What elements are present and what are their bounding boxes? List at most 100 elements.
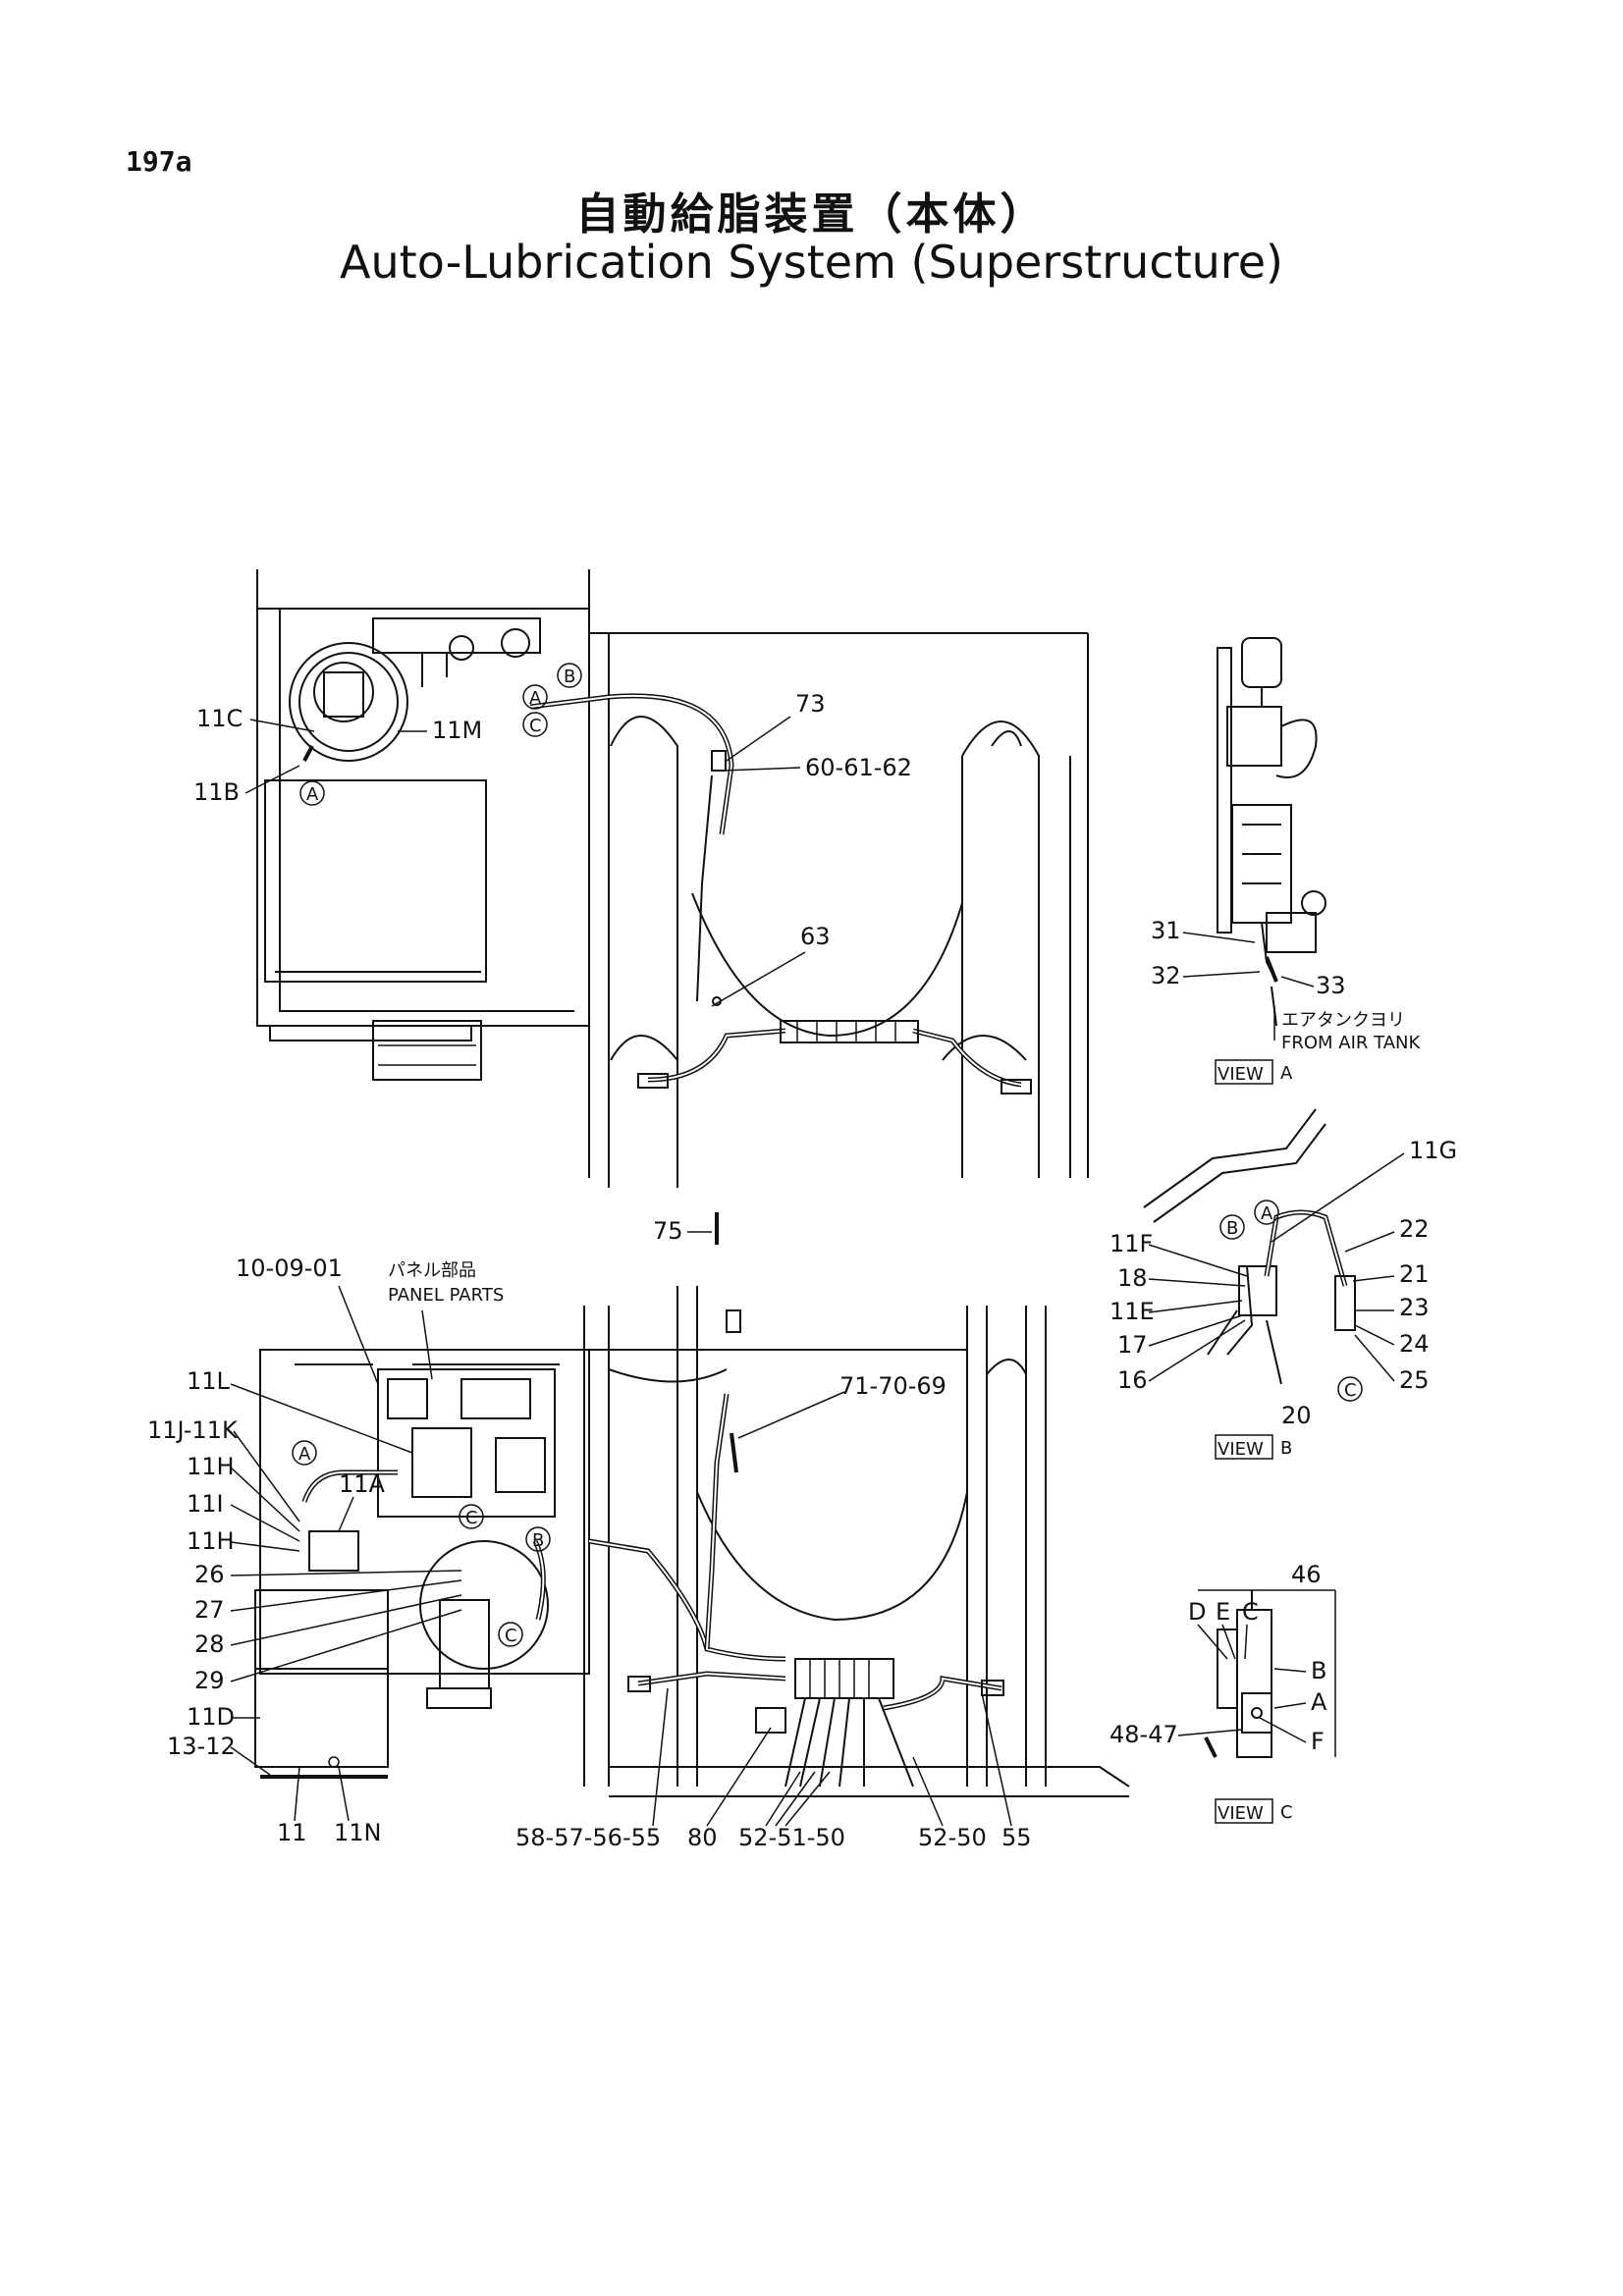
label-73: 73: [795, 690, 826, 718]
svg-text:A: A: [306, 784, 319, 805]
label-11m: 11M: [432, 717, 482, 744]
from-air-tank-jp: エアタンクヨリ: [1281, 1010, 1405, 1031]
view-b-box: [1215, 1434, 1273, 1460]
label-24: 24: [1399, 1330, 1430, 1358]
label-63: 63: [800, 923, 831, 950]
svg-text:C: C: [505, 1626, 517, 1646]
page-number: 197a: [126, 145, 192, 178]
view-b-caption: VIEW: [1217, 1439, 1264, 1460]
circle-c-bottom-top: [459, 1504, 484, 1529]
label-11d: 11D: [187, 1703, 235, 1731]
label-f: F: [1311, 1728, 1325, 1755]
circle-a-top-left: [299, 780, 325, 806]
label-33: 33: [1316, 972, 1346, 999]
top-tank-assembly: [256, 569, 590, 1081]
view-c-box: [1215, 1798, 1273, 1824]
from-air-tank-en: FROM AIR TANK: [1281, 1033, 1422, 1053]
view-b-letter: B: [1280, 1438, 1292, 1459]
label-52-50: 52-50: [918, 1824, 987, 1851]
circle-a-top: [522, 684, 548, 710]
svg-text:A: A: [529, 688, 542, 709]
circle-b-view-b: [1219, 1214, 1245, 1240]
view-c-caption: VIEW: [1217, 1803, 1264, 1824]
label-27: 27: [194, 1596, 225, 1624]
label-17: 17: [1117, 1331, 1148, 1359]
label-26: 26: [194, 1561, 225, 1588]
svg-text:A: A: [1261, 1203, 1273, 1224]
view-a-letter: A: [1280, 1063, 1293, 1084]
label-80: 80: [687, 1824, 718, 1851]
label-11a: 11A: [339, 1470, 386, 1498]
label-48-47: 48-47: [1109, 1721, 1178, 1748]
bottom-hoses: [588, 1309, 1004, 1788]
bottom-frame: [583, 1286, 1130, 1797]
label-11l: 11L: [187, 1367, 231, 1395]
label-31: 31: [1151, 917, 1181, 944]
label-52-51-50: 52-51-50: [738, 1824, 845, 1851]
label-46: 46: [1291, 1561, 1322, 1588]
svg-text:C: C: [529, 716, 542, 736]
view-c: 46 D E C B A F 48-47 VIEW C: [1109, 1561, 1336, 1824]
top-labels: 11C 11M 11B A A B C 73 60-61-62 63: [193, 663, 912, 1007]
view-a-box: [1215, 1059, 1273, 1085]
label-60-61-62: 60-61-62: [805, 754, 912, 781]
label-55: 55: [1001, 1824, 1032, 1851]
page-title-japanese: 自動給脂装置（本体）: [575, 189, 1048, 240]
label-11: 11: [277, 1819, 307, 1846]
circle-c-view-b: [1337, 1376, 1363, 1402]
svg-text:C: C: [1344, 1380, 1357, 1401]
label-11g: 11G: [1409, 1137, 1457, 1164]
label-e: E: [1216, 1598, 1230, 1626]
label-13-12: 13-12: [167, 1733, 236, 1760]
page-title-english: Auto-Lubrication System (Superstructure): [340, 236, 1283, 289]
svg-text:A: A: [298, 1444, 311, 1465]
circle-a-view-b: [1254, 1200, 1279, 1225]
label-c: C: [1242, 1598, 1259, 1626]
label-32: 32: [1151, 962, 1181, 989]
label-58-57-56-55: 58-57-56-55: [515, 1824, 661, 1851]
label-11h-lower: 11H: [187, 1527, 235, 1555]
view-a-caption: VIEW: [1217, 1064, 1264, 1085]
label-10-09-01: 10-09-01: [236, 1255, 343, 1282]
label-75: 75: [653, 1217, 683, 1245]
label-11b: 11B: [193, 778, 240, 806]
bottom-panel-assembly: [254, 1349, 590, 1779]
circle-c-top: [522, 712, 548, 737]
circle-b-top: [557, 663, 582, 688]
circle-b-bottom: [525, 1526, 551, 1552]
view-a: 31 32 33 エアタンクヨリ FROM AIR TANK VIEW A: [1151, 637, 1422, 1085]
svg-text:B: B: [1226, 1218, 1238, 1239]
svg-text:B: B: [532, 1530, 544, 1551]
label-23: 23: [1399, 1294, 1430, 1321]
circle-c-bottom: [498, 1622, 523, 1647]
label-11i: 11I: [187, 1490, 224, 1518]
label-11h-upper: 11H: [187, 1453, 235, 1480]
bottom-labels: 10-09-01 パネル部品 PANEL PARTS 11L 11J-11K 1…: [147, 1212, 1032, 1851]
label-16: 16: [1117, 1366, 1148, 1394]
label-11f: 11F: [1109, 1230, 1153, 1257]
label-11j-11k: 11J-11K: [147, 1416, 239, 1444]
label-d: D: [1188, 1598, 1206, 1626]
circle-a-bottom: [292, 1440, 317, 1466]
svg-text:B: B: [564, 667, 575, 687]
label-25: 25: [1399, 1366, 1430, 1394]
label-a: A: [1311, 1688, 1327, 1716]
label-b: B: [1311, 1657, 1326, 1684]
label-18: 18: [1117, 1264, 1148, 1292]
view-c-letter: C: [1280, 1802, 1293, 1823]
top-frame: [588, 632, 1089, 1188]
panel-parts-jp: パネル部品: [388, 1260, 476, 1281]
label-22: 22: [1399, 1215, 1430, 1243]
label-29: 29: [194, 1667, 225, 1694]
top-hoses: [529, 693, 1032, 1095]
panel-parts-en: PANEL PARTS: [388, 1285, 504, 1306]
svg-text:C: C: [465, 1508, 478, 1528]
label-21: 21: [1399, 1260, 1430, 1288]
label-11n: 11N: [334, 1819, 382, 1846]
label-28: 28: [194, 1630, 225, 1658]
view-b: B A C 11G 11F 18 11E 17 16 20 22 21 23 2…: [1109, 1108, 1457, 1460]
label-20: 20: [1281, 1402, 1312, 1429]
label-11e: 11E: [1109, 1298, 1155, 1325]
label-11c: 11C: [196, 705, 243, 732]
